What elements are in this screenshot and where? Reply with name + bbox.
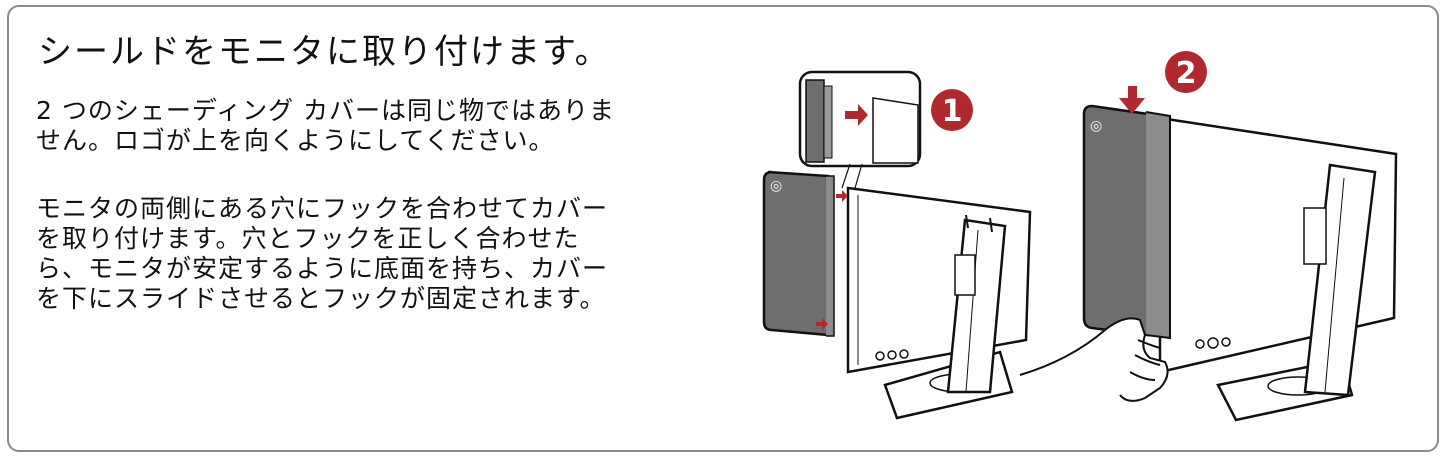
- step-2-badge: 2: [1165, 51, 1207, 93]
- arrow-down-icon: [1119, 86, 1145, 114]
- monitor-step1: [846, 186, 1032, 420]
- note-line: せん。ロゴが上を向くようにしてください。: [36, 126, 555, 155]
- monitor-step2: [1158, 116, 1398, 422]
- page-title: シールドをモニタに取り付けます。: [38, 32, 611, 72]
- instruction-line: を下にスライドさせるとフックが固定されます。: [36, 284, 606, 313]
- note-paragraph: 2 つのシェーディング カバーは同じ物ではありま せん。ロゴが上を向くようにして…: [36, 96, 615, 156]
- zoom-inset: [798, 70, 922, 189]
- arrow-right-icon: [836, 190, 848, 202]
- svg-text:◎: ◎: [1090, 118, 1102, 134]
- svg-text:◎: ◎: [770, 178, 782, 194]
- shading-cover-mounted: ◎: [1082, 104, 1171, 340]
- arrow-right-icon: [816, 318, 828, 330]
- step-1-badge: 1: [931, 89, 973, 131]
- step-2-number: 2: [1176, 56, 1197, 91]
- shading-cover-left: ◎: [762, 170, 835, 337]
- arrow-right-icon: [845, 104, 868, 126]
- instruction-panel: [7, 5, 1439, 452]
- note-line: 2 つのシェーディング カバーは同じ物ではありま: [36, 96, 616, 125]
- instruction-line: モニタの両側にある穴にフックを合わせてカバー: [36, 194, 609, 223]
- step-1-number: 1: [942, 94, 963, 129]
- instruction-paragraph: モニタの両側にある穴にフックを合わせてカバー を取り付けます。穴とフックを正しく…: [36, 194, 608, 314]
- instruction-line: ら、モニタが安定するように底面を持ち、カバー: [36, 254, 609, 283]
- instruction-line: を取り付けます。穴とフックを正しく合わせた: [36, 224, 580, 253]
- hand-illustration: [1019, 317, 1169, 402]
- installation-illustration: ◎ 1 ◎: [762, 51, 1398, 422]
